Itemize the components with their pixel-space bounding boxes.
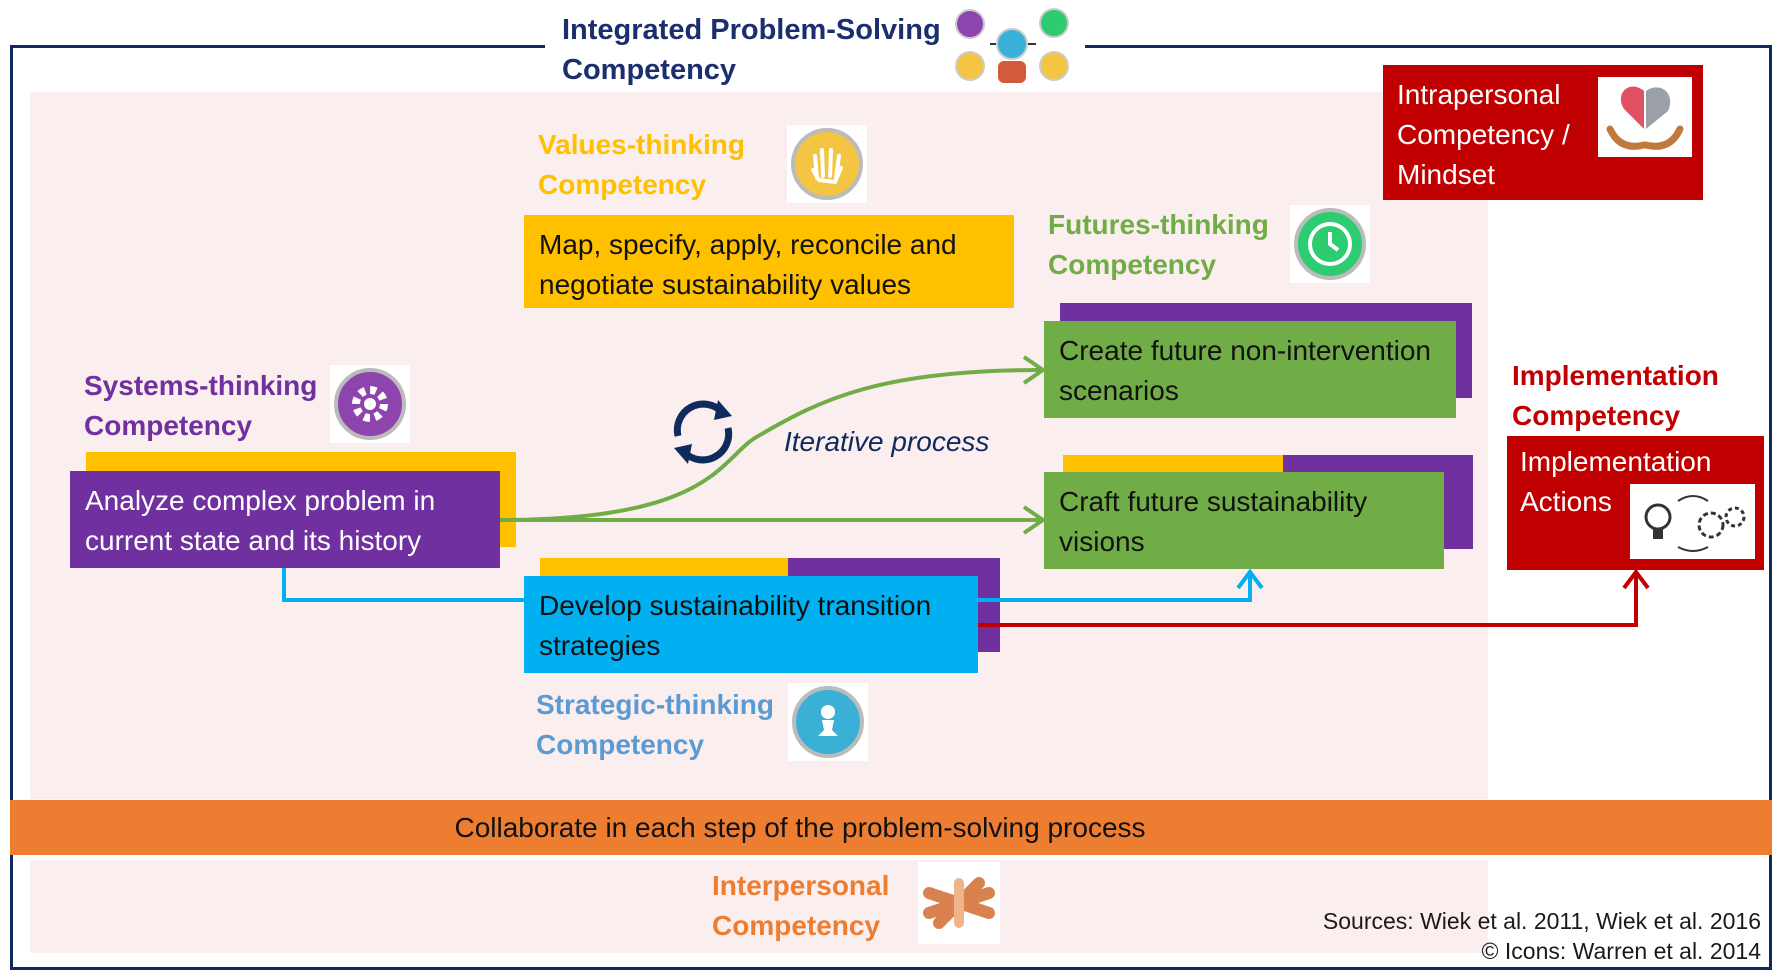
intrapersonal-label: Intrapersonal Competency / Mindset bbox=[1397, 79, 1570, 190]
chess-pawn-icon bbox=[788, 683, 868, 761]
values-thinking-label: Values-thinking Competency bbox=[538, 129, 745, 200]
sources-line: Sources: Wiek et al. 2011, Wiek et al. 2… bbox=[1322, 908, 1761, 934]
intrapersonal-box: Intrapersonal Competency / Mindset bbox=[1383, 65, 1703, 200]
arrow-strategic-to-implementation bbox=[978, 574, 1638, 627]
collaborate-text: Collaborate in each step of the problem-… bbox=[454, 812, 1146, 843]
systems-box: Analyze complex problem in current state… bbox=[70, 471, 500, 568]
implementation-label: Implementation Competency bbox=[1512, 360, 1719, 431]
arrowhead-scenarios bbox=[1022, 355, 1047, 385]
arrowhead-visions-up bbox=[1236, 568, 1264, 590]
sources-note: Sources: Wiek et al. 2011, Wiek et al. 2… bbox=[1323, 906, 1761, 966]
brain-heart-icon bbox=[1598, 77, 1692, 157]
icons-credit-line: © Icons: Warren et al. 2014 bbox=[1481, 938, 1761, 964]
futures-visions-box: Craft future sustainability visions bbox=[1044, 472, 1444, 569]
integrated-icons-cluster bbox=[950, 6, 1075, 86]
interpersonal-label: Interpersonal Competency bbox=[712, 870, 890, 941]
line-systems-to-strategic bbox=[282, 568, 524, 602]
futures-scenarios-box: Create future non-intervention scenarios bbox=[1044, 321, 1456, 418]
strategic-box: Develop sustainability transition strate… bbox=[524, 576, 978, 673]
values-box: Map, specify, apply, reconcile and negot… bbox=[524, 215, 1014, 308]
hands-together-icon bbox=[918, 862, 1000, 944]
futures-thinking-label: Futures-thinking Competency bbox=[1048, 209, 1269, 280]
main-title: Integrated Problem-Solving Competency bbox=[562, 14, 941, 86]
arrow-strategic-to-visions bbox=[978, 574, 1252, 602]
strategic-thinking-label: Strategic-thinking Competency bbox=[536, 689, 775, 760]
clock-icon bbox=[1290, 205, 1370, 283]
iterative-cycle-icon bbox=[660, 388, 746, 474]
arrowhead-implementation-up bbox=[1622, 568, 1650, 590]
iterative-process-label: Iterative process bbox=[784, 426, 990, 457]
implementation-box: Implementation Actions bbox=[1507, 436, 1764, 570]
systems-thinking-label: Systems-thinking Competency bbox=[84, 370, 318, 441]
lightbulb-gears-icon bbox=[1630, 484, 1755, 559]
collaborate-bar bbox=[10, 800, 1772, 855]
arrowhead-visions bbox=[1022, 505, 1047, 535]
gear-icon bbox=[330, 365, 410, 443]
problem-solving-area bbox=[30, 92, 1488, 799]
hand-icon bbox=[787, 125, 867, 203]
arrow-systems-to-scenarios bbox=[499, 368, 1041, 522]
interpersonal-area bbox=[30, 860, 1488, 953]
